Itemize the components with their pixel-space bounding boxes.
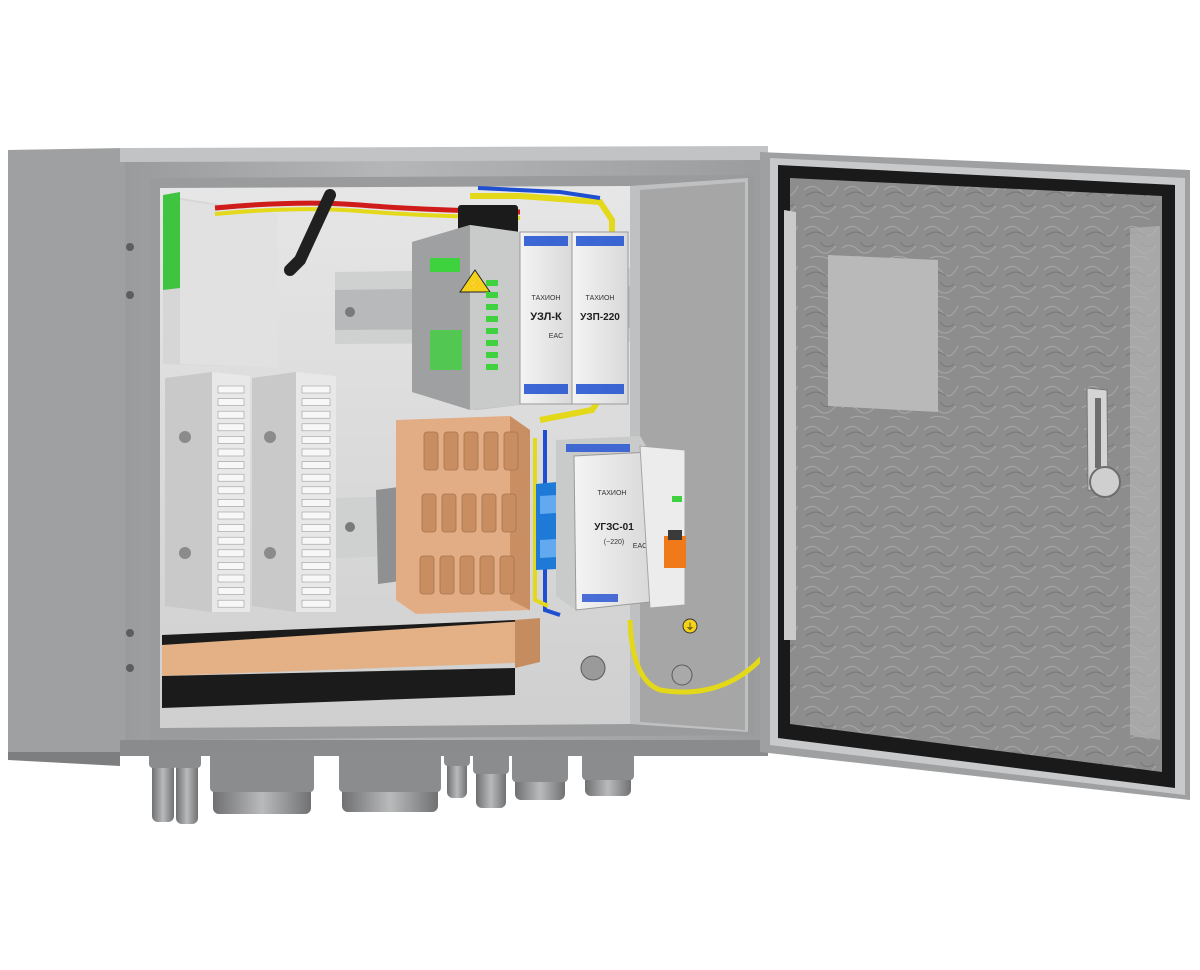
svg-text:⚡: ⚡ xyxy=(468,278,483,292)
cable-glands xyxy=(149,752,634,824)
terminal-contact xyxy=(217,448,245,457)
terminal-contact xyxy=(301,524,331,532)
cable-gland xyxy=(152,752,174,822)
circuit-breaker xyxy=(639,445,686,609)
terminal-screw-cell xyxy=(503,431,519,471)
top-wiring xyxy=(214,186,615,617)
uzp-model-label: УЗП-220 xyxy=(580,312,620,323)
high-voltage-warning-icon: ⚡ xyxy=(459,269,491,293)
terminal-screw-cell xyxy=(439,555,455,595)
terminal-screw-cell xyxy=(481,493,497,533)
terminal-contact xyxy=(217,549,245,558)
uzl-brand-label: ТАХИОН xyxy=(532,295,561,302)
terminal-contact xyxy=(217,562,245,570)
terminal-contact xyxy=(217,599,245,608)
uzl-model-label: УЗЛ-К xyxy=(530,311,562,323)
terminal-contact xyxy=(301,486,331,495)
terminal-screw-cell xyxy=(441,493,457,533)
terminal-contact xyxy=(217,574,245,583)
ground-wiring: ⏚ xyxy=(580,618,783,695)
terminal-screw-cell xyxy=(501,493,517,533)
terminal-contact xyxy=(301,410,331,419)
ce-mark-icon: EAC xyxy=(549,333,563,340)
ugzs-brand-label: ТАХИОН xyxy=(598,490,627,497)
terminal-contact xyxy=(217,410,245,419)
terminal-contact xyxy=(217,499,245,507)
terminal-contact xyxy=(217,436,245,444)
terminal-screw-cell xyxy=(461,493,477,533)
terminal-contact xyxy=(301,398,331,406)
terminal-contact xyxy=(301,461,331,469)
uzl-k-module: ТАХИОН УЗЛ-К EAC xyxy=(519,231,573,405)
terminal-contact xyxy=(217,398,245,406)
terminal-contact xyxy=(301,385,331,394)
ugzs-sub-label: (~220) xyxy=(604,539,624,546)
terminal-contact xyxy=(217,524,245,532)
terminal-contact xyxy=(301,423,331,432)
terminal-screw-cell xyxy=(443,431,459,471)
terminal-screw-cell xyxy=(423,431,439,471)
terminal-contact xyxy=(301,448,331,457)
door-handle[interactable] xyxy=(1086,387,1121,498)
terminal-screw-cell xyxy=(421,493,437,533)
terminal-contact xyxy=(301,473,331,482)
ce-mark-icon: EAC xyxy=(633,543,647,550)
terminal-contact xyxy=(301,574,331,583)
led-indicator-column xyxy=(486,280,498,370)
terminal-contact xyxy=(217,536,245,545)
power-supply-module: ⚡ xyxy=(412,225,520,410)
terminal-contact xyxy=(217,423,245,432)
terminal-contact xyxy=(301,599,331,608)
terminal-screw-cell xyxy=(463,431,479,471)
top-left-device xyxy=(163,192,278,368)
terminal-contact xyxy=(301,499,331,507)
terminal-screw-cell xyxy=(419,555,435,595)
terminal-screw-cell xyxy=(499,555,515,595)
svg-text:⏚: ⏚ xyxy=(685,622,694,632)
ugzs-01-module: ТАХИОН УГЗС-01 (~220) EAC xyxy=(556,436,651,611)
ground-icon: ⏚ xyxy=(682,618,698,634)
terminal-contact xyxy=(217,461,245,469)
uzp-brand-label: ТАХИОН xyxy=(586,295,615,302)
terminal-screw-cell xyxy=(483,431,499,471)
terminal-contact xyxy=(301,436,331,444)
ugzs-model-label: УГЗС-01 xyxy=(594,522,634,533)
cable-gland xyxy=(176,752,198,824)
terminal-contact xyxy=(301,587,331,595)
terminal-screw-cell xyxy=(459,555,475,595)
terminal-contact xyxy=(217,486,245,495)
enclosure-door xyxy=(760,152,1190,800)
terminal-contacts xyxy=(217,385,331,608)
terminal-screw-cells xyxy=(419,431,519,595)
terminal-contact xyxy=(301,549,331,558)
ground-busbar xyxy=(162,618,540,708)
terminal-contact xyxy=(217,385,245,394)
terminal-contact xyxy=(217,473,245,482)
terminal-contact xyxy=(217,511,245,520)
uzp-220-module: ТАХИОН УЗП-220 xyxy=(571,231,629,405)
terminal-contact xyxy=(301,511,331,520)
terminal-contact xyxy=(301,562,331,570)
terminal-screw-cell xyxy=(479,555,495,595)
terminal-contact xyxy=(301,536,331,545)
terminal-contact xyxy=(217,587,245,595)
